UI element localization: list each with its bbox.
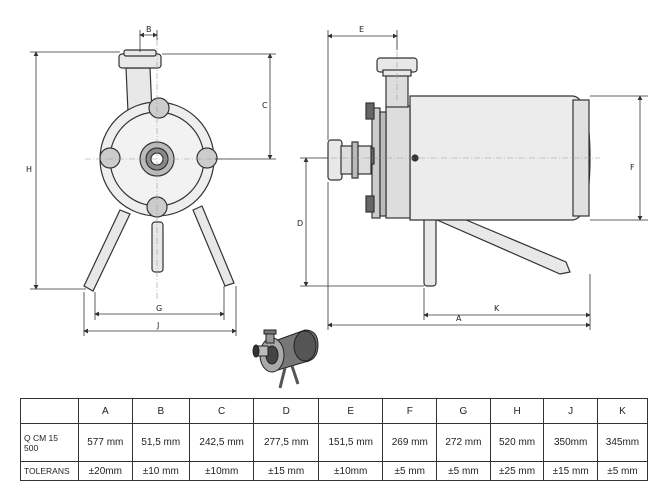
header-g: G (436, 398, 491, 424)
tolerance-f: ±5 mm (382, 461, 438, 481)
value-k: 345mm (596, 423, 649, 462)
side-discharge-neck (385, 74, 409, 108)
dim-label-c: C (262, 101, 268, 110)
table-values-row: Q CM 15 500 577 mm 51,5 mm 242,5 mm 277,… (20, 423, 649, 462)
header-c: C (188, 398, 255, 424)
front-bolt-top (148, 97, 170, 119)
dim-label-b: B (146, 25, 152, 34)
value-g: 272 mm (436, 423, 491, 462)
value-h: 520 mm (489, 423, 545, 462)
header-d: D (253, 398, 319, 424)
value-f: 269 mm (382, 423, 438, 462)
value-d: 277,5 mm (253, 423, 319, 462)
model-label: Q CM 15 500 (20, 423, 79, 462)
motor-lantern (385, 105, 411, 219)
dim-label-h: H (26, 165, 32, 174)
dim-label-j: J (156, 321, 159, 330)
technical-drawing: B C H G J (26, 25, 648, 389)
dim-label-g: G (156, 304, 162, 313)
value-j: 350mm (543, 423, 598, 462)
dim-label-k: K (494, 304, 500, 313)
value-b: 51,5 mm (131, 423, 190, 462)
tolerance-d: ±15 mm (253, 461, 319, 481)
value-a: 577 mm (78, 423, 133, 462)
front-right-leg (192, 205, 235, 287)
side-inlet-flange (327, 139, 343, 181)
tolerance-label: TOLERANS (20, 461, 79, 481)
header-a: A (78, 398, 133, 424)
front-bolt-left (99, 147, 121, 169)
header-k: K (596, 398, 649, 424)
header-j: J (543, 398, 598, 424)
header-f: F (382, 398, 438, 424)
dim-label-a: A (456, 314, 462, 323)
front-bolt-right (196, 147, 218, 169)
side-view (327, 57, 591, 287)
header-e: E (317, 398, 384, 424)
header-b: B (131, 398, 190, 424)
dim-label-f: F (630, 163, 635, 172)
tolerance-e: ±10mm (317, 461, 384, 481)
tolerance-c: ±10mm (188, 461, 255, 481)
pump-3d-thumbnail (252, 329, 319, 389)
tolerance-k: ±5 mm (596, 461, 649, 481)
tolerance-g: ±5 mm (436, 461, 491, 481)
front-left-leg (83, 209, 131, 292)
tolerance-a: ±20mm (78, 461, 133, 481)
header-h: H (489, 398, 545, 424)
value-c: 242,5 mm (188, 423, 255, 462)
table-tolerance-row: TOLERANS ±20mm ±10 mm ±10mm ±15 mm ±10mm… (20, 461, 649, 481)
tolerance-j: ±15 mm (543, 461, 598, 481)
table-corner-cell (20, 398, 79, 424)
front-view (83, 49, 235, 292)
tolerance-h: ±25 mm (489, 461, 545, 481)
dim-label-e: E (359, 25, 364, 34)
tolerance-b: ±10 mm (131, 461, 190, 481)
front-center-leg (151, 221, 164, 273)
dimension-table: A B C D E F G H J K Q CM 15 500 577 mm 5… (20, 398, 649, 481)
table-header-row: A B C D E F G H J K (20, 398, 649, 424)
dim-label-d: D (297, 219, 303, 228)
value-e: 151,5 mm (317, 423, 384, 462)
